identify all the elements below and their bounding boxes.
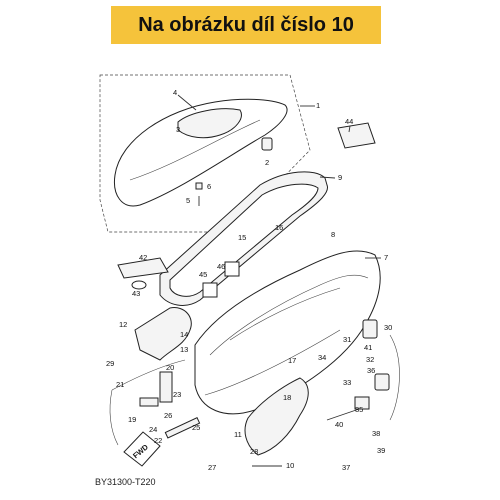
callout-18: 18	[283, 393, 291, 402]
callout-46: 46	[217, 262, 225, 271]
callout-20: 20	[166, 363, 174, 372]
seal-9-inner	[169, 183, 319, 297]
callout-35: 35	[355, 405, 363, 414]
collar-6	[195, 182, 203, 190]
panel-12	[134, 307, 192, 361]
title-banner: Na obrázku díl číslo 10	[111, 6, 381, 44]
callout-32: 32	[366, 355, 374, 364]
seat	[113, 98, 288, 207]
o-ring-43	[131, 280, 147, 290]
callout-16: 16	[275, 223, 283, 232]
diagram-code: BY31300-T220	[95, 477, 156, 487]
rod-27	[164, 417, 201, 439]
plate-42	[117, 257, 169, 279]
callout-1: 1	[316, 101, 320, 110]
page-title: Na obrázku díl číslo 10	[138, 13, 354, 36]
callout-11: 11	[234, 430, 242, 439]
callout-37: 37	[342, 463, 350, 472]
callout-22: 22	[154, 436, 162, 445]
callout-6: 6	[207, 182, 211, 191]
callout-40: 40	[335, 420, 343, 429]
leader-44	[348, 125, 351, 133]
callout-27: 27	[208, 463, 216, 472]
fwd-arrow-icon: FWD	[123, 431, 161, 467]
callout-30: 30	[384, 323, 392, 332]
callout-15: 15	[238, 233, 246, 242]
callout-29: 29	[106, 359, 114, 368]
cable-left	[111, 359, 186, 391]
callout-4: 4	[173, 88, 177, 97]
storage-box	[194, 250, 381, 415]
callout-26: 26	[164, 411, 172, 420]
callout-17: 17	[288, 356, 296, 365]
callout-39: 39	[377, 446, 385, 455]
link-19	[139, 397, 159, 407]
callout-14: 14	[180, 330, 188, 339]
callout-24: 24	[149, 425, 157, 434]
rod-35	[326, 407, 363, 421]
lock-36	[374, 373, 390, 391]
callout-3: 3	[176, 125, 180, 134]
seat-damper-2	[261, 137, 273, 151]
callout-28: 28	[250, 447, 258, 456]
holder-38	[354, 396, 370, 410]
bracket-30	[362, 319, 378, 339]
callout-38: 38	[372, 429, 380, 438]
label-45	[202, 282, 218, 298]
callout-2: 2	[265, 158, 269, 167]
callout-23: 23	[173, 390, 181, 399]
callout-43: 43	[132, 289, 140, 298]
seat-backrest	[177, 108, 242, 139]
callout-8: 8	[331, 230, 335, 239]
label-46	[224, 261, 240, 277]
leader-4	[177, 94, 197, 111]
callout-21: 21	[116, 380, 124, 389]
callout-31: 31	[343, 335, 351, 344]
callout-7: 7	[384, 253, 388, 262]
cable-29	[109, 389, 119, 446]
callout-5: 5	[186, 196, 190, 205]
storage-box-floor	[204, 329, 341, 396]
cable-right	[389, 334, 400, 421]
callout-34: 34	[318, 353, 326, 362]
callout-10: 10	[286, 461, 294, 470]
callout-42: 42	[139, 253, 147, 262]
callout-33: 33	[343, 378, 351, 387]
callout-41: 41	[364, 343, 372, 352]
callout-25: 25	[192, 423, 200, 432]
storage-box-inner	[229, 287, 341, 341]
leader-9	[319, 176, 336, 179]
callout-12: 12	[119, 320, 127, 329]
callout-45: 45	[199, 270, 207, 279]
callout-44: 44	[345, 117, 353, 126]
callout-19: 19	[128, 415, 136, 424]
panel-10	[244, 377, 309, 456]
owners-manual-44	[337, 122, 376, 149]
callout-13: 13	[180, 345, 188, 354]
seat-seam	[129, 119, 261, 181]
callout-9: 9	[338, 173, 342, 182]
storage-box-rim	[209, 274, 369, 356]
bracket-20	[159, 371, 173, 403]
callout-36: 36	[367, 366, 375, 375]
